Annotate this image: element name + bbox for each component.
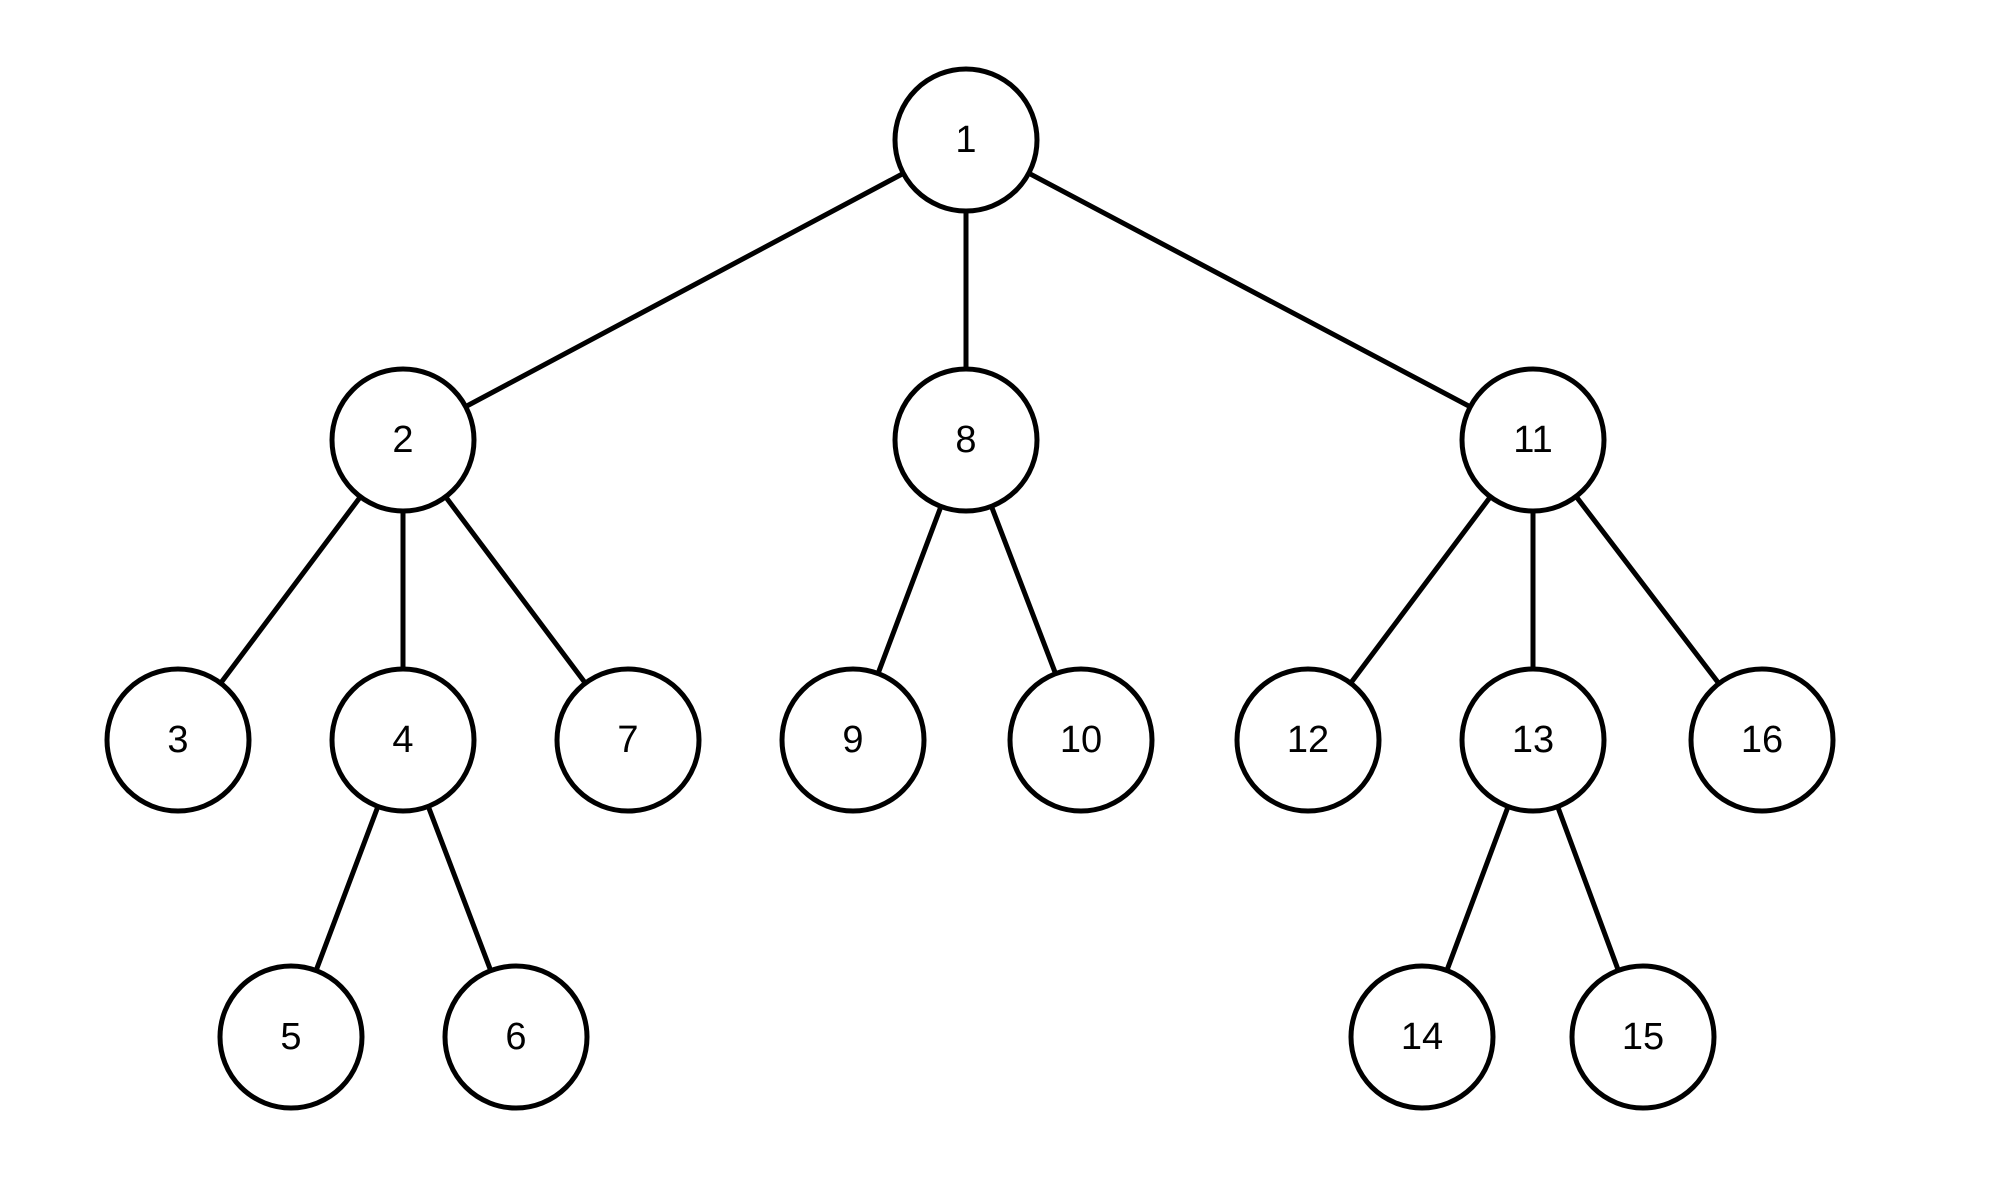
node-16: 16 (1688, 666, 1836, 814)
edge-1-11 (963, 137, 1536, 443)
node-circle (779, 666, 927, 814)
node-label: 2 (392, 419, 413, 461)
node-circle (104, 666, 252, 814)
node-label: 12 (1287, 719, 1329, 761)
node-circle (1569, 963, 1717, 1111)
edge-1-2 (400, 137, 969, 443)
node-circle (442, 963, 590, 1111)
node-label: 6 (505, 1016, 526, 1058)
node-label: 10 (1060, 719, 1102, 761)
node-14: 14 (1348, 963, 1496, 1111)
node-8: 8 (892, 366, 1040, 514)
node-11: 11 (1459, 366, 1607, 514)
node-1: 1 (892, 66, 1040, 214)
node-circle (892, 366, 1040, 514)
node-label: 14 (1401, 1016, 1443, 1058)
node-label: 4 (392, 719, 413, 761)
node-5: 5 (217, 963, 365, 1111)
node-label: 7 (617, 719, 638, 761)
node-circle (1459, 366, 1607, 514)
node-circle (329, 366, 477, 514)
node-label: 13 (1512, 719, 1554, 761)
node-2: 2 (329, 366, 477, 514)
node-label: 1 (955, 119, 976, 161)
edges-layer (175, 137, 1765, 1040)
node-label: 9 (842, 719, 863, 761)
node-label: 15 (1622, 1016, 1664, 1058)
node-6: 6 (442, 963, 590, 1111)
node-9: 9 (779, 666, 927, 814)
node-circle (1234, 666, 1382, 814)
node-label: 11 (1513, 419, 1552, 461)
node-label: 8 (955, 419, 976, 461)
node-circle (1688, 666, 1836, 814)
node-label: 5 (280, 1016, 301, 1058)
node-circle (1007, 666, 1155, 814)
node-15: 15 (1569, 963, 1717, 1111)
node-label: 3 (167, 719, 188, 761)
node-circle (329, 666, 477, 814)
node-7: 7 (554, 666, 702, 814)
node-circle (1459, 666, 1607, 814)
node-13: 13 (1459, 666, 1607, 814)
node-circle (554, 666, 702, 814)
node-label: 16 (1741, 719, 1783, 761)
node-3: 3 (104, 666, 252, 814)
node-10: 10 (1007, 666, 1155, 814)
node-circle (1348, 963, 1496, 1111)
node-12: 12 (1234, 666, 1382, 814)
node-circle (217, 963, 365, 1111)
node-4: 4 (329, 666, 477, 814)
node-circle (892, 66, 1040, 214)
